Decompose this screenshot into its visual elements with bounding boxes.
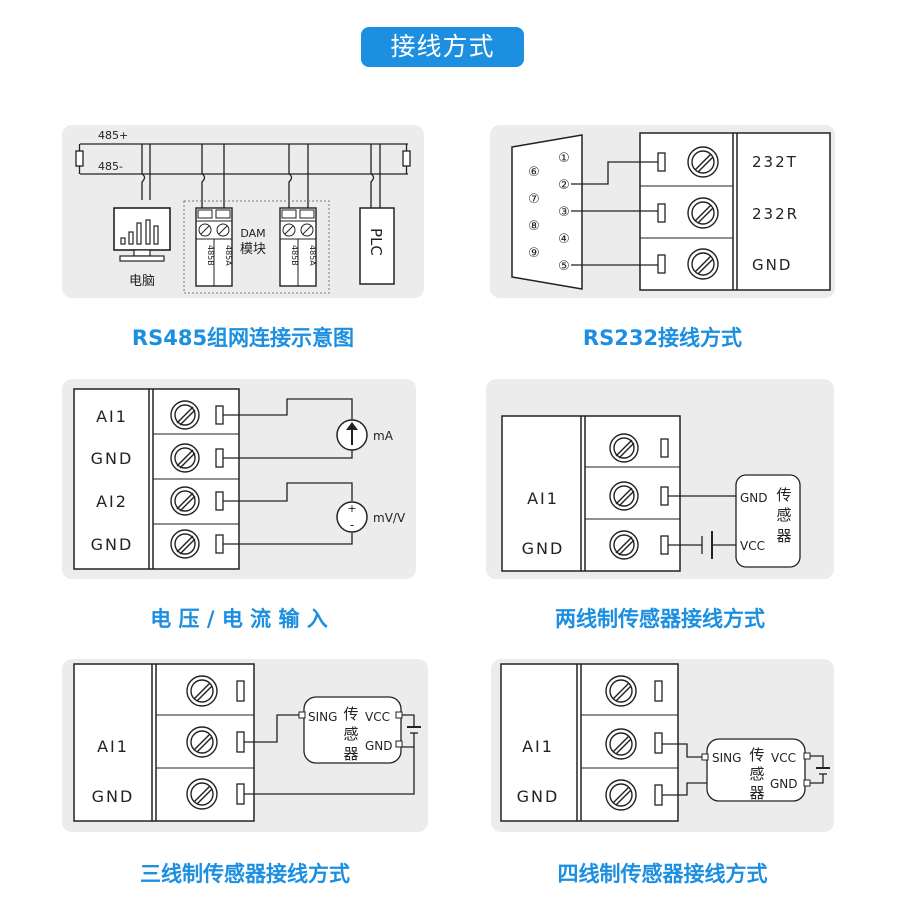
- ma-label: mA: [373, 429, 394, 443]
- voltage-current-diagram: AI1 GND AI2 GND mA + - mV/V: [73, 388, 406, 570]
- db9-connector-icon: [511, 134, 583, 290]
- three-wire-diagram: AI1 GND SING VCC GND 传 感 器: [73, 663, 421, 822]
- terminal-232t: 232T: [752, 153, 798, 171]
- svg-text:VCC: VCC: [365, 710, 390, 724]
- svg-text:感: 感: [749, 765, 764, 783]
- svg-text:感: 感: [776, 506, 791, 524]
- svg-text:②: ②: [558, 178, 570, 193]
- dam-sub-label: 模块: [240, 242, 266, 257]
- page-title: 接线方式: [361, 27, 524, 67]
- svg-text:AI2: AI2: [96, 492, 128, 511]
- rs485-diagram: 485+ 485- 电脑 DAM 模块 485B 485A: [75, 129, 411, 294]
- two-wire-diagram: AI1 GND GND VCC 传 感 器: [501, 415, 801, 572]
- sensor-box: [706, 738, 806, 802]
- voltage-source-icon: + -: [336, 501, 368, 533]
- caption-voltage-current: 电 压 / 电 流 输 入: [150, 607, 328, 631]
- svg-text:GND: GND: [91, 535, 134, 554]
- svg-text:-: -: [350, 518, 354, 532]
- rs232-panel: ① ② ③ ④ ⑤ ⑥ ⑦ ⑧ ⑨ 232T 232R GND: [490, 125, 835, 298]
- svg-text:VCC: VCC: [771, 751, 796, 765]
- svg-text:485A: 485A: [308, 245, 317, 266]
- svg-text:VCC: VCC: [740, 539, 765, 553]
- terminal-232r: 232R: [752, 205, 799, 223]
- plc-label: PLC: [367, 228, 385, 256]
- svg-text:器: 器: [749, 784, 764, 802]
- svg-text:GND: GND: [517, 787, 560, 806]
- ammeter-icon: [336, 419, 368, 451]
- svg-text:GND: GND: [92, 787, 135, 806]
- svg-text:④: ④: [558, 232, 570, 247]
- four-wire-diagram: AI1 GND SING VCC GND 传 感 器: [500, 663, 830, 822]
- sensor-box: [303, 696, 402, 764]
- dam-connector-1: 485B 485A: [195, 207, 233, 287]
- svg-text:485B: 485B: [290, 245, 299, 266]
- dam-module-frame: [183, 200, 330, 294]
- svg-text:⑥: ⑥: [528, 165, 540, 180]
- svg-text:器: 器: [343, 745, 358, 763]
- terminal-gnd: GND: [752, 256, 792, 274]
- sensor-box: [735, 474, 801, 568]
- dam-label: DAM: [240, 227, 265, 240]
- dam-connector-2: 485B 485A: [279, 207, 317, 287]
- svg-text:SING: SING: [712, 751, 741, 765]
- two-wire-panel: AI1 GND GND VCC 传 感 器: [486, 379, 834, 579]
- svg-text:传: 传: [749, 746, 764, 764]
- screw-icon: [687, 146, 719, 280]
- caption-rs232: RS232接线方式: [582, 326, 743, 350]
- svg-text:⑦: ⑦: [528, 192, 540, 207]
- svg-text:485A: 485A: [224, 245, 233, 266]
- svg-text:③: ③: [558, 205, 570, 220]
- caption-four-wire: 四线制传感器接线方式: [557, 862, 768, 886]
- computer-label: 电脑: [129, 274, 155, 289]
- rs485-panel: 485+ 485- 电脑 DAM 模块 485B 485A: [62, 125, 424, 298]
- svg-text:SING: SING: [308, 710, 337, 724]
- voltage-current-panel: AI1 GND AI2 GND mA + - mV/V: [62, 379, 416, 579]
- svg-text:传: 传: [776, 486, 791, 504]
- rs232-diagram: ① ② ③ ④ ⑤ ⑥ ⑦ ⑧ ⑨ 232T 232R GND: [511, 132, 831, 291]
- plc-box: [359, 207, 395, 285]
- rs232-terminal-block: [639, 132, 831, 291]
- bus-plus-label: 485+: [98, 129, 128, 142]
- svg-text:AI1: AI1: [527, 489, 559, 508]
- svg-text:①: ①: [558, 151, 570, 166]
- computer-icon: [113, 207, 171, 262]
- svg-text:GND: GND: [91, 449, 134, 468]
- svg-text:GND: GND: [770, 777, 798, 791]
- svg-text:GND: GND: [522, 539, 565, 558]
- svg-text:GND: GND: [740, 491, 768, 505]
- svg-text:AI1: AI1: [522, 737, 554, 756]
- bus-minus-label: 485-: [98, 160, 123, 173]
- four-wire-panel: AI1 GND SING VCC GND 传 感 器: [491, 659, 834, 832]
- caption-rs485: RS485组网连接示意图: [131, 326, 355, 350]
- svg-text:⑤: ⑤: [558, 259, 570, 274]
- caption-two-wire: 两线制传感器接线方式: [555, 607, 765, 631]
- three-wire-panel: AI1 GND SING VCC GND 传 感 器: [62, 659, 428, 832]
- svg-text:+: +: [347, 502, 356, 515]
- svg-text:GND: GND: [365, 739, 393, 753]
- svg-text:⑨: ⑨: [528, 246, 540, 261]
- mv-label: mV/V: [373, 511, 406, 525]
- svg-text:器: 器: [776, 527, 791, 545]
- caption-three-wire: 三线制传感器接线方式: [140, 862, 350, 886]
- svg-text:⑧: ⑧: [528, 219, 540, 234]
- svg-text:AI1: AI1: [96, 407, 128, 426]
- svg-text:485B: 485B: [206, 245, 215, 266]
- svg-text:感: 感: [343, 725, 358, 743]
- svg-text:AI1: AI1: [97, 737, 129, 756]
- svg-text:传: 传: [343, 705, 358, 723]
